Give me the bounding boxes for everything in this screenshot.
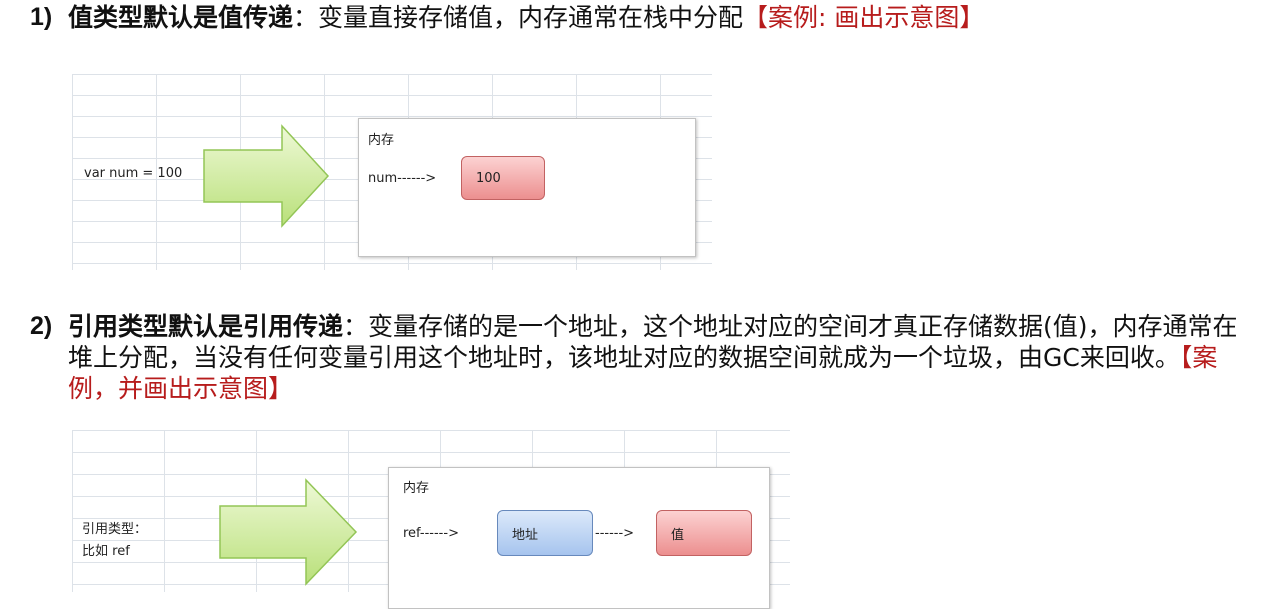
memory-title: 内存 [403,481,430,496]
item-2-number: 2) [30,312,53,340]
value-block: 值 [656,510,752,556]
address-block: 地址 [497,510,593,556]
num-pointer-label: num------> [368,171,437,186]
item-1-number: 1) [30,3,53,31]
memory-box: 内存 num------> 100 [358,118,696,257]
item-2-body: 引用类型默认是引用传递：变量存储的是一个地址，这个地址对应的空间才真正存储数据(… [68,311,1252,404]
item-1-heading: 值类型默认是值传递 [68,3,294,32]
memory-title: 内存 [368,133,395,148]
item-2-note: 【案例，并画出示意图】 [68,343,1218,403]
memory-box: 内存 ref------> 地址 ------> 值 [388,467,770,609]
ref-label-line-1: 引用类型： [82,522,148,537]
item-1-body: 值类型默认是值传递：变量直接存储值，内存通常在栈中分配【案例: 画出示意图】 [68,2,1250,33]
ref-label-line-2: 比如 ref [82,544,130,559]
item-1-paragraph: 1) 值类型默认是值传递：变量直接存储值，内存通常在栈中分配【案例: 画出示意图… [30,2,1250,33]
code-label: var num = 100 [84,166,183,181]
value-type-diagram: var num = 100 内存 num------> 100 [72,74,712,270]
item-2-text: ：变量存储的是一个地址，这个地址对应的空间才真正存储数据(值)，内存通常在堆上分… [68,312,1238,372]
item-2-heading: 引用类型默认是引用传递 [68,312,344,341]
green-arrow-icon [219,478,358,586]
value-block: 100 [461,156,545,200]
reference-type-diagram: 引用类型： 比如 ref 内存 ref------> 地址 ------> 值 [72,430,790,609]
green-arrow-icon [203,124,330,228]
item-2-paragraph: 2) 引用类型默认是引用传递：变量存储的是一个地址，这个地址对应的空间才真正存储… [30,311,1252,404]
item-1-text: ：变量直接存储值，内存通常在栈中分配 [293,3,744,32]
address-to-value-arrow: ------> [595,526,635,541]
ref-pointer-label: ref------> [403,526,459,541]
item-1-note: 【案例: 画出示意图】 [743,3,985,32]
